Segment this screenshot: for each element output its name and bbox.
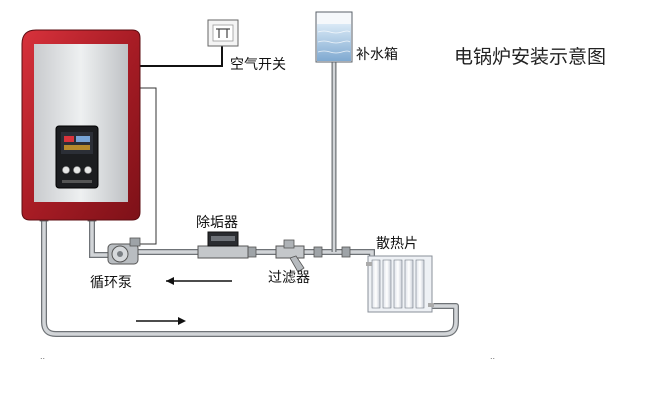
flow-arrow-right [136, 317, 186, 325]
water-tank-icon [315, 11, 353, 63]
diagram-title: 电锅炉安装示意图 [454, 46, 607, 68]
circulation-pump-icon [107, 237, 141, 265]
pump-label: 循环泵 [90, 275, 132, 291]
boiler-control-panel [55, 125, 99, 189]
mark-right: .. [490, 352, 496, 361]
descaler-icon [197, 231, 249, 259]
electric-boiler [21, 29, 141, 221]
filter-icon [275, 239, 305, 273]
filter-label: 过滤器 [268, 270, 310, 286]
air-switch-icon [207, 19, 239, 47]
water-tank-label: 补水箱 [356, 47, 398, 63]
mark-left: .. [40, 352, 46, 361]
descaler-label: 除垢器 [196, 215, 238, 231]
radiator-icon [366, 255, 434, 313]
power-wire [136, 46, 223, 245]
flow-arrow-left [166, 277, 232, 285]
radiator-label: 散热片 [376, 236, 418, 252]
air-switch-label: 空气开关 [230, 57, 286, 73]
return-pipe [41, 218, 459, 337]
